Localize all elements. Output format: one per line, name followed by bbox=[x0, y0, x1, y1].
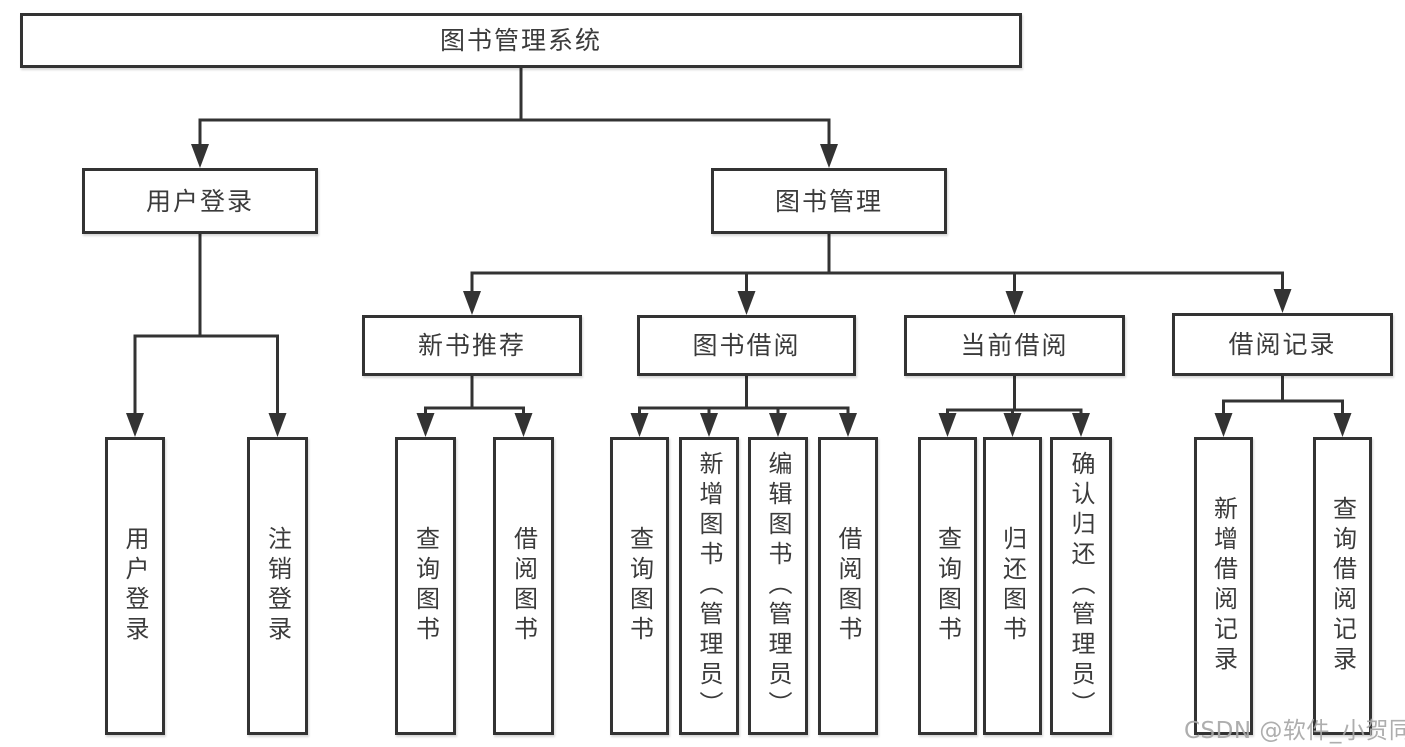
node-login-user: 用户登录 bbox=[105, 437, 165, 735]
node-borrow-lend: 借阅图书 bbox=[818, 437, 878, 735]
node-borrow-query: 查询图书 bbox=[610, 437, 669, 735]
node-label: 查询图书 bbox=[933, 526, 962, 646]
watermark-text: CSDN @软件_小贺同学 bbox=[1184, 718, 1405, 744]
node-label: 新增图书（管理员） bbox=[695, 451, 723, 721]
node-records: 借阅记录 bbox=[1172, 313, 1393, 376]
node-label: 查询借阅记录 bbox=[1328, 496, 1357, 676]
node-label: 图书管理系统 bbox=[439, 26, 602, 55]
node-label: 用户登录 bbox=[145, 186, 254, 216]
connector-borrow bbox=[630, 375, 857, 437]
node-label: 查询图书 bbox=[625, 526, 654, 646]
node-label: 确认归还（管理员） bbox=[1067, 451, 1095, 721]
node-current-return: 归还图书 bbox=[983, 437, 1042, 735]
node-label: 查询图书 bbox=[411, 526, 440, 646]
node-current-confirm: 确认归还（管理员） bbox=[1050, 437, 1112, 735]
node-label: 归还图书 bbox=[998, 526, 1027, 646]
node-borrow: 图书借阅 bbox=[637, 315, 856, 376]
connector-login bbox=[126, 233, 287, 437]
connector-root bbox=[191, 67, 838, 168]
node-label: 新增借阅记录 bbox=[1209, 496, 1238, 676]
node-label: 借阅图书 bbox=[834, 526, 862, 646]
node-label: 新书推荐 bbox=[417, 331, 526, 360]
node-newbook-query: 查询图书 bbox=[395, 437, 456, 735]
node-label: 当前借阅 bbox=[960, 331, 1069, 360]
node-records-add: 新增借阅记录 bbox=[1194, 437, 1253, 735]
watermark: CSDN @软件_小贺同学 bbox=[1184, 711, 1405, 745]
node-label: 图书借阅 bbox=[692, 331, 801, 360]
node-records-query: 查询借阅记录 bbox=[1313, 437, 1372, 735]
node-borrow-edit: 编辑图书（管理员） bbox=[748, 437, 808, 735]
node-root: 图书管理系统 bbox=[20, 13, 1022, 68]
node-login-logout: 注销登录 bbox=[247, 437, 308, 735]
node-label: 注销登录 bbox=[263, 526, 292, 646]
node-label: 用户登录 bbox=[121, 526, 149, 646]
node-login: 用户登录 bbox=[82, 168, 318, 234]
node-current-query: 查询图书 bbox=[918, 437, 977, 735]
node-label: 借阅记录 bbox=[1228, 330, 1337, 359]
connector-records bbox=[1214, 375, 1352, 437]
node-borrow-add: 新增图书（管理员） bbox=[679, 437, 739, 735]
node-newbook: 新书推荐 bbox=[362, 315, 582, 376]
node-newbook-borrow: 借阅图书 bbox=[493, 437, 554, 735]
connector-current bbox=[938, 375, 1090, 437]
node-mgmt: 图书管理 bbox=[711, 168, 947, 234]
node-label: 图书管理 bbox=[774, 186, 883, 216]
node-label: 借阅图书 bbox=[509, 526, 538, 646]
node-current: 当前借阅 bbox=[904, 315, 1125, 376]
node-label: 编辑图书（管理员） bbox=[764, 451, 792, 721]
connector-mgmt bbox=[463, 233, 1292, 315]
connector-newbook bbox=[416, 375, 533, 437]
